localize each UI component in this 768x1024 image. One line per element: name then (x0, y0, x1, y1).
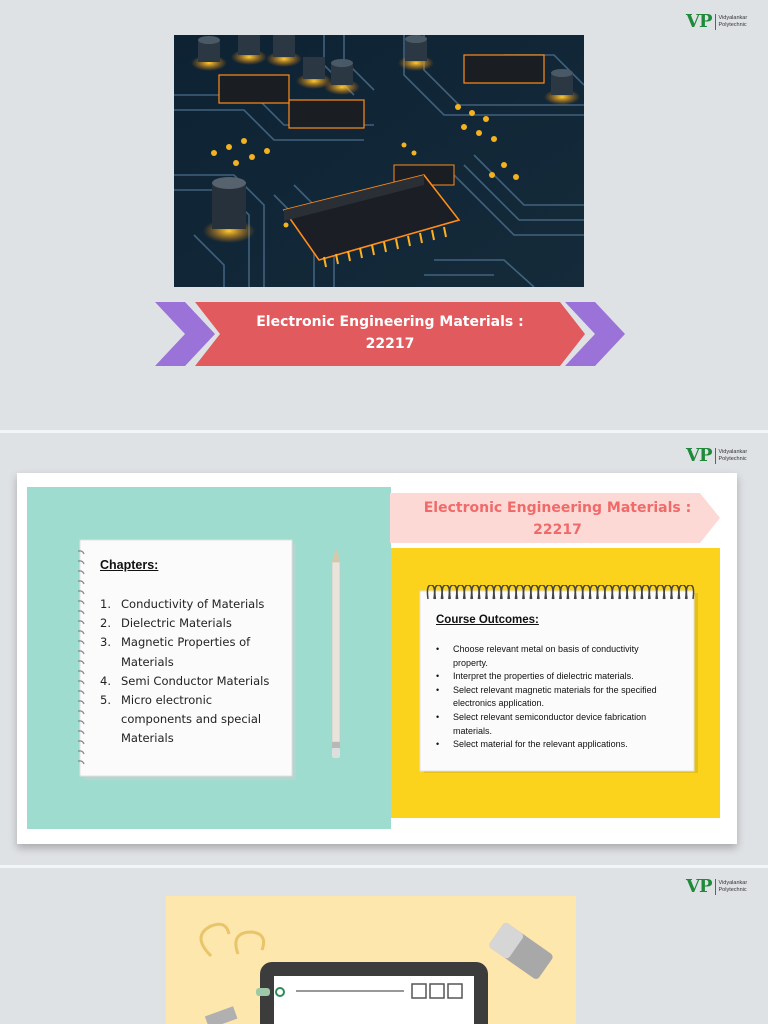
outcome-item: • Choose relevant metal on basis of condu… (436, 643, 686, 657)
chapter-item: 2. Dielectric Materials (100, 614, 300, 633)
outcome-item: • Interpret the properties of dielectric … (436, 670, 686, 684)
chapter-number (100, 653, 121, 672)
logo-line2: Polytechnic (718, 455, 747, 462)
bullet-icon: • (436, 684, 440, 695)
course-outcomes-heading: Course Outcomes: (436, 614, 539, 626)
logo-line1: Vidyalankar (718, 879, 748, 886)
chapter-text: Materials (121, 731, 174, 746)
outcome-text: electronics application. (453, 698, 545, 709)
circuit-board-image (174, 35, 584, 287)
tablet-illustration (166, 896, 576, 1024)
outcome-text: materials. (453, 725, 493, 736)
banner-title-line1: Electronic Engineering Materials : (256, 314, 524, 330)
chapter-item: 4. Semi Conductor Materials (100, 672, 300, 691)
course-outcomes-list: • Choose relevant metal on basis of condu… (436, 643, 686, 752)
bullet-icon: • (436, 739, 440, 750)
outcome-text: Choose relevant metal on basis of conduc… (453, 644, 639, 654)
chapter-item: components and special (100, 710, 300, 729)
outcome-item: electronics application. (436, 697, 686, 711)
outcome-item: • Select relevant magnetic materials for … (436, 684, 686, 698)
outcome-text: Select material for the relevant applica… (453, 739, 628, 750)
chapter-number (100, 729, 121, 748)
logo-mark: VP (686, 11, 712, 32)
chapter-number: 1. (100, 597, 111, 611)
chapter-number: 5. (100, 693, 111, 708)
outcome-item: property. (436, 657, 686, 671)
title-banner (155, 302, 625, 366)
outcome-text: property. (453, 657, 488, 668)
logo-mark: VP (686, 445, 712, 466)
outcome-item: materials. (436, 725, 686, 739)
slide2-title-line2: 22217 (533, 522, 582, 538)
outcome-text: Interpret the properties of dielectric m… (453, 671, 634, 682)
chapter-item: 1. Conductivity of Materials (100, 595, 300, 614)
chapter-number: 3. (100, 635, 111, 650)
chapter-text: Micro electronic (121, 693, 213, 708)
spiral-ring (685, 585, 695, 600)
bullet-icon: • (436, 711, 440, 722)
bullet-icon: • (436, 644, 440, 654)
chapter-text: components and special (121, 712, 262, 727)
slide2-title: Electronic Engineering Materials : 22217 (410, 497, 705, 541)
chapters-heading: Chapters: (100, 558, 159, 572)
chapter-number: 4. (100, 673, 111, 688)
chapter-item: Materials (100, 653, 300, 672)
chapter-text: Materials (121, 654, 174, 669)
logo-mark: VP (686, 876, 712, 897)
chapter-item: 3. Magnetic Properties of (100, 633, 300, 652)
slide-separator (0, 865, 768, 868)
outcome-text: Select relevant magnetic materials for t… (453, 684, 657, 695)
logo-line1: Vidyalankar (718, 448, 748, 455)
chapter-text: Magnetic Properties of (121, 635, 251, 650)
banner-title-line2: 22217 (365, 336, 415, 352)
logo-line2: Polytechnic (718, 21, 747, 28)
slide2-title-line1: Electronic Engineering Materials : (423, 500, 692, 516)
pink-title-banner (390, 493, 720, 543)
chapter-number (100, 710, 121, 729)
slide-separator (0, 430, 768, 433)
chapter-item: 5. Micro electronic (100, 691, 300, 710)
chapter-text: Conductivity of Materials (121, 597, 265, 611)
banner-title: Electronic Engineering Materials : 22217 (230, 311, 550, 355)
chapter-number: 2. (100, 616, 111, 631)
logo-line2: Polytechnic (718, 886, 747, 893)
outcome-item: • Select relevant semiconductor device fa… (436, 711, 686, 725)
logo-line1: Vidyalankar (718, 14, 748, 21)
bullet-icon (436, 725, 453, 739)
chapter-item: Materials (100, 729, 300, 748)
bullet-icon (436, 697, 453, 711)
chapter-text: Dielectric Materials (121, 616, 232, 631)
bullet-icon (436, 657, 453, 671)
outcome-item: • Select material for the relevant applic… (436, 738, 686, 752)
chapters-notebook-image (78, 539, 296, 780)
pencil-image (331, 548, 341, 758)
outcome-text: Select relevant semiconductor device fab… (453, 711, 647, 722)
chapter-text: Semi Conductor Materials (121, 673, 270, 688)
chapters-list: 1. Conductivity of Materials 2. Dielectric … (100, 595, 300, 749)
outcomes-notebook-image (419, 585, 698, 773)
bullet-icon: • (436, 671, 440, 682)
